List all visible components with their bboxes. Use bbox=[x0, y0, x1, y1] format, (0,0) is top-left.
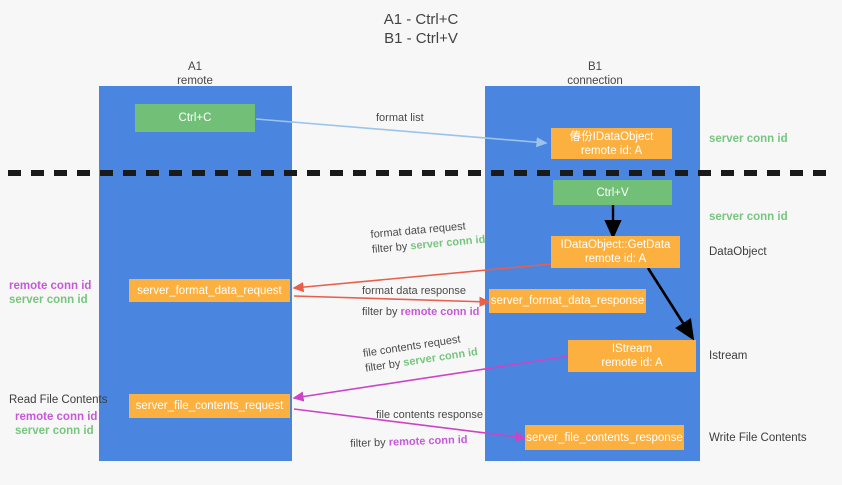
edge-label-format-list: format list bbox=[376, 112, 424, 124]
right-label-dataobject: DataObject bbox=[709, 246, 767, 258]
left-label-remote-conn-id-upper: remote conn id bbox=[9, 280, 92, 292]
column-header-a1: A1 remote bbox=[135, 60, 255, 88]
box-server-file-contents-request-label: server_file_contents_request bbox=[135, 400, 284, 412]
column-header-a1-name: A1 bbox=[187, 61, 203, 73]
edge-label-file-contents-response-title: file contents response bbox=[376, 409, 484, 421]
title-line-1: A1 - Ctrl+C bbox=[383, 11, 459, 28]
column-header-b1: B1 connection bbox=[535, 60, 655, 88]
left-label-remote-conn-id-lower: remote conn id bbox=[15, 411, 98, 423]
edge-label-file-contents-request: file contents request filter by server c… bbox=[362, 330, 479, 376]
box-ctrl-c-label: Ctrl+C bbox=[178, 112, 212, 124]
edge-label-file-contents-response: file contents response bbox=[376, 408, 483, 423]
edge-label-format-data-response: format data response filter by remote co… bbox=[362, 284, 479, 320]
page-title: A1 - Ctrl+C B1 - Ctrl+V bbox=[0, 10, 842, 48]
box-server-file-contents-response-label: server_file_contents_response bbox=[526, 431, 683, 444]
box-server-file-contents-request[interactable]: server_file_contents_request bbox=[129, 394, 290, 418]
box-getdata-label: IDataObject::GetData bbox=[560, 239, 671, 251]
box-istream-remote-id: remote id: A bbox=[601, 357, 663, 369]
left-label-read-file-contents: Read File Contents bbox=[9, 394, 108, 406]
filter-prefix: filter by bbox=[350, 436, 389, 450]
box-server-format-data-request[interactable]: server_format_data_request bbox=[129, 279, 290, 302]
box-idataobject-label: 偆份IDataObject bbox=[569, 130, 654, 143]
box-server-file-contents-response[interactable]: server_file_contents_response bbox=[525, 425, 684, 450]
box-ctrl-v[interactable]: Ctrl+V bbox=[553, 180, 672, 205]
left-label-server-conn-id-lower: server conn id bbox=[15, 425, 94, 437]
box-idataobject-remote-id: remote id: A bbox=[580, 144, 643, 157]
column-header-a1-sub: remote bbox=[177, 75, 213, 87]
left-label-server-conn-id-upper: server conn id bbox=[9, 294, 88, 306]
right-label-server-conn-id-top: server conn id bbox=[709, 133, 788, 145]
box-ctrl-c[interactable]: Ctrl+C bbox=[135, 104, 255, 132]
right-label-write-file-contents: Write File Contents bbox=[709, 432, 807, 444]
box-istream[interactable]: IStream remote id: A bbox=[568, 340, 696, 372]
filter-prefix: filter by bbox=[371, 240, 411, 256]
box-ctrl-v-label: Ctrl+V bbox=[596, 186, 629, 199]
column-header-b1-sub: connection bbox=[567, 75, 623, 87]
filter-value-remote-conn-id: remote conn id bbox=[400, 306, 480, 318]
box-server-format-data-response[interactable]: server_format_data_response bbox=[489, 289, 646, 313]
edge-label-format-data-request: format data request filter by server con… bbox=[370, 218, 486, 258]
right-label-server-conn-id-mid: server conn id bbox=[709, 211, 788, 223]
box-istream-label: IStream bbox=[611, 343, 653, 355]
column-header-b1-name: B1 bbox=[587, 61, 603, 73]
box-server-format-data-response-label: server_format_data_response bbox=[490, 295, 645, 307]
filter-value-remote-conn-id: remote conn id bbox=[388, 433, 468, 449]
title-line-2: B1 - Ctrl+V bbox=[384, 30, 458, 47]
edge-label-format-data-response-filter: filter by remote conn id bbox=[362, 305, 479, 320]
box-server-format-data-request-label: server_format_data_request bbox=[137, 284, 282, 297]
edge-label-format-data-response-title: format data response bbox=[362, 285, 466, 297]
edge-label-file-contents-response-filter: filter by remote conn id bbox=[350, 433, 468, 452]
right-label-istream: Istream bbox=[709, 350, 748, 362]
box-getdata-remote-id: remote id: A bbox=[584, 253, 647, 265]
box-idataobject[interactable]: 偆份IDataObject remote id: A bbox=[551, 128, 672, 159]
box-getdata[interactable]: IDataObject::GetData remote id: A bbox=[551, 236, 680, 268]
filter-prefix: filter by bbox=[362, 306, 401, 318]
